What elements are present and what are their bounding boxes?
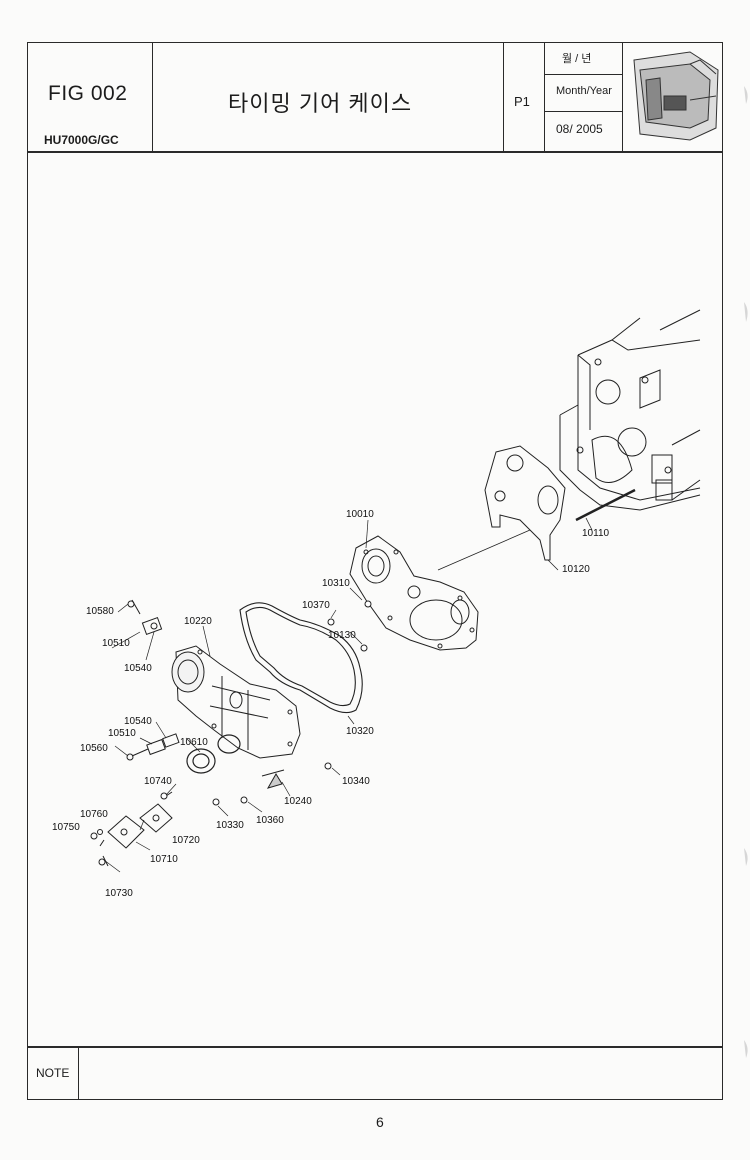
- header-divider-4: [622, 42, 624, 152]
- label-10010: 10010: [346, 509, 374, 520]
- label-10110: 10110: [582, 528, 610, 539]
- page-title: 타이밍 기어 케이스: [228, 91, 413, 116]
- label-10220: 10220: [184, 616, 212, 627]
- model-number: HU7000G/GC: [44, 133, 119, 147]
- figure-number: FIG 002: [48, 82, 128, 105]
- label-10740: 10740: [144, 776, 172, 787]
- binder-hole-marks: [744, 86, 748, 1058]
- leader-lines: [103, 519, 369, 873]
- label-10580: 10580: [86, 606, 114, 617]
- label-10320: 10320: [346, 726, 374, 737]
- date-cell-rule-2: [544, 111, 623, 113]
- header-divider-2: [503, 42, 505, 152]
- label-10130: 10130: [328, 630, 356, 641]
- engine-thumbnail: [633, 51, 719, 141]
- page-number: 6: [376, 1114, 384, 1130]
- label-10340: 10340: [342, 776, 370, 787]
- month-year-label: Month/Year: [556, 85, 612, 97]
- month-year-label-korean: 월 / 년: [562, 53, 592, 65]
- header-divider-3: [544, 42, 546, 152]
- label-10710: 10710: [150, 854, 178, 865]
- label-10330: 10330: [216, 820, 244, 831]
- oil-seal-10610: [186, 734, 241, 774]
- label-10240: 10240: [284, 796, 312, 807]
- label-10540-lower: 10540: [124, 716, 152, 727]
- timing-case-10010: [349, 535, 479, 651]
- label-10560: 10560: [80, 743, 108, 754]
- label-10610: 10610: [180, 737, 208, 748]
- page-code: P1: [514, 94, 530, 109]
- date-value: 08/ 2005: [556, 122, 603, 136]
- breather-parts: [126, 599, 180, 761]
- label-10370: 10370: [302, 600, 330, 611]
- note-label: NOTE: [36, 1066, 70, 1080]
- label-10120: 10120: [562, 564, 590, 575]
- label-10510-lower: 10510: [108, 728, 136, 739]
- adapter-plate-10120: [484, 445, 566, 561]
- label-10720: 10720: [172, 835, 200, 846]
- label-10750: 10750: [52, 822, 80, 833]
- note-top-rule: [27, 1046, 723, 1048]
- note-divider: [78, 1046, 80, 1100]
- engine-block: [559, 309, 701, 511]
- gasket-10320: [239, 602, 363, 714]
- label-10760: 10760: [80, 809, 108, 820]
- header-bottom-rule: [27, 151, 723, 153]
- label-10540-upper: 10540: [124, 663, 152, 674]
- label-10310: 10310: [322, 578, 350, 589]
- header-divider-1: [152, 42, 154, 152]
- label-10360: 10360: [256, 815, 284, 826]
- date-cell-rule-1: [544, 74, 623, 76]
- label-10510-upper: 10510: [102, 638, 130, 649]
- page-frame: [27, 42, 723, 1100]
- bolts: [160, 600, 372, 806]
- rod-10110: [575, 488, 636, 522]
- label-10730: 10730: [105, 888, 133, 899]
- front-cover-10220: [171, 645, 301, 759]
